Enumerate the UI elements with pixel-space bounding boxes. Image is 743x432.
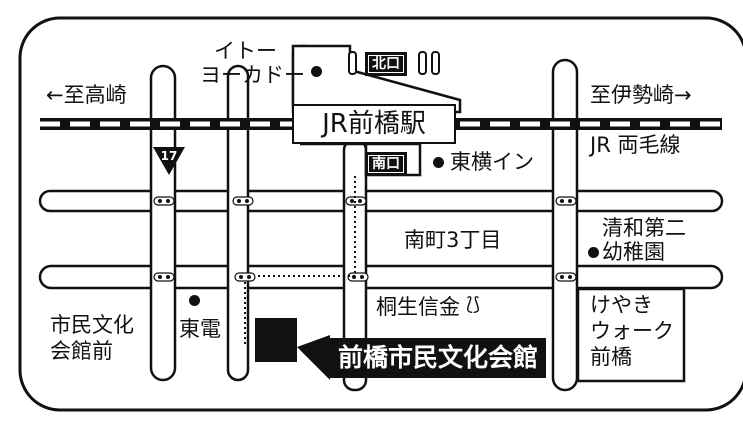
venue-pointer [297,335,330,380]
signal-marker [555,272,577,282]
road-horizontal-lower [38,264,724,290]
signal-marker [153,272,175,282]
signal-marker [232,196,254,206]
venue-name: 前橋市民文化会館 [330,338,547,378]
road-vertical-1 [149,64,177,382]
ito-yokado-line2: ヨーカドー [200,63,305,87]
signal-marker [153,196,175,206]
road-vertical-2 [226,64,250,382]
toyoko-inn-dot-icon [433,157,444,168]
bunka-kaikan-mae-line1: 市民文化 [50,313,134,337]
station-name: JR前橋駅 [292,104,456,144]
keyaki-walk-line2: ウォーク [590,319,674,343]
direction-isesaki: 至伊勢崎→ [590,83,692,107]
route-number: 17 [160,149,178,163]
road-horizontal-upper [38,189,724,213]
signal-marker [555,196,577,206]
seiwa-kindergarten-line2: 幼稚園 [602,240,665,264]
road-vertical-4 [551,58,579,392]
toden-dot-icon [189,295,200,306]
traffic-signals [153,196,577,282]
seiwa-kindergarten-line1: 清和第二 [602,216,686,240]
signal-marker [347,272,369,282]
route-17-shield-icon [153,147,185,175]
walking-route [244,176,356,345]
venue-building [255,318,297,362]
keyaki-walk-line1: けやき [590,293,653,317]
direction-takasaki: ←至高崎 [46,83,127,107]
south-exit-badge: 南口 [365,152,407,176]
north-exit-badge: 北口 [365,52,407,76]
bunka-kaikan-mae-line2: 会館前 [50,339,113,363]
signal-marker [234,272,256,282]
toyoko-inn-label: 東横イン [450,150,534,174]
minamicho-label: 南町3丁目 [404,228,502,252]
ito-yokado-line1: イトー [214,39,277,63]
kiryu-shinkin-label: 桐生信金 [376,295,460,319]
kindergarten-dot-icon [588,247,599,258]
toden-label: 東電 [179,317,221,341]
north-exit-bars [348,51,440,75]
bank-icon: ⟅⟆ [466,294,480,315]
railway-name: JR 両毛線 [590,133,681,157]
ito-yokado-dot-icon [311,66,322,77]
keyaki-walk-line3: 前橋 [590,345,632,369]
keyaki-walk-building [576,287,686,383]
